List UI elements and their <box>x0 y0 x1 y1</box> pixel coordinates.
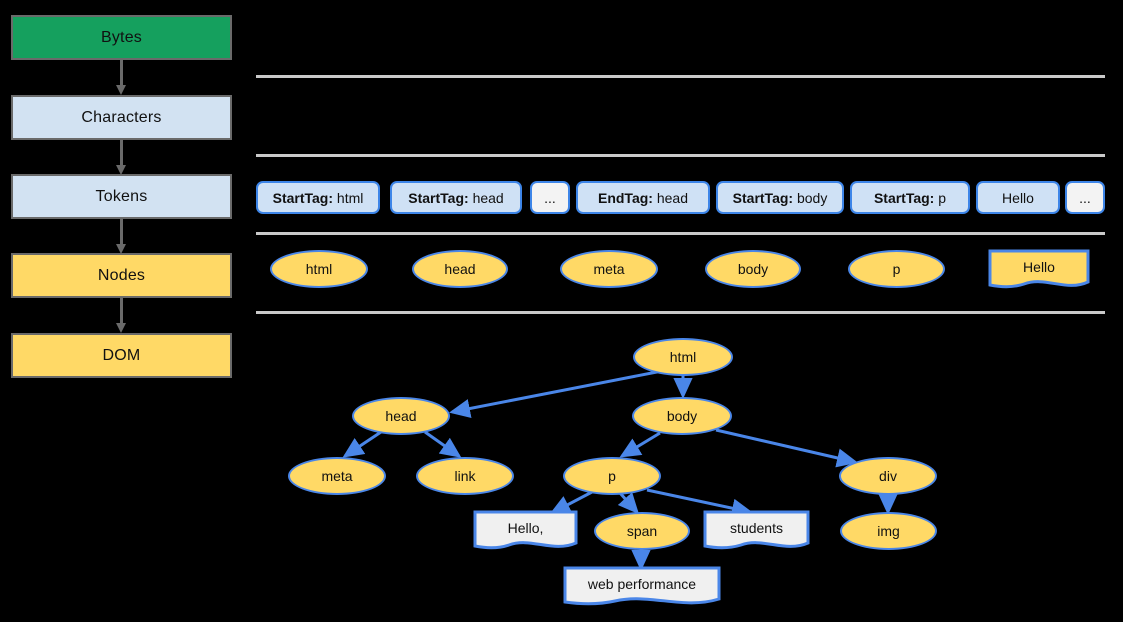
token-chip[interactable]: StartTag: p <box>850 181 970 214</box>
node-head[interactable]: head <box>412 250 508 288</box>
token-chip-ellipsis[interactable]: ... <box>530 181 570 214</box>
edge-p-span <box>617 491 640 515</box>
tree-node-hello-text[interactable]: Hello, <box>473 510 578 552</box>
divider-rule-4 <box>256 311 1105 314</box>
edge-html-head <box>449 369 663 418</box>
node-html[interactable]: html <box>270 250 368 288</box>
tree-node-span[interactable]: span <box>594 512 690 550</box>
node-p[interactable]: p <box>848 250 945 288</box>
pipeline-arrow-2 <box>116 140 126 175</box>
pipeline-step-dom[interactable]: DOM <box>11 333 232 378</box>
node-body[interactable]: body <box>705 250 801 288</box>
tree-node-div[interactable]: div <box>839 457 937 495</box>
token-chip[interactable]: StartTag: body <box>716 181 844 214</box>
edge-head-meta <box>342 430 382 458</box>
node-label: Hello, <box>507 520 544 536</box>
tree-node-web-performance-text[interactable]: web performance <box>563 566 721 608</box>
token-value: ... <box>544 189 556 206</box>
divider-rule-3 <box>256 232 1105 235</box>
node-label: Hello <box>1023 259 1055 275</box>
tree-node-img[interactable]: img <box>840 512 937 550</box>
edge-p-students <box>646 488 753 518</box>
token-value: html <box>336 189 364 206</box>
token-prefix: StartTag: <box>873 189 935 206</box>
document-shape-icon <box>703 510 810 550</box>
token-prefix: StartTag: <box>272 189 334 206</box>
node-label: students <box>730 520 783 536</box>
pipeline-arrow-3 <box>116 219 126 254</box>
token-chip[interactable]: Hello <box>976 181 1060 214</box>
tree-node-link[interactable]: link <box>416 457 514 495</box>
tree-node-students-text[interactable]: students <box>703 510 810 552</box>
tree-node-html[interactable]: html <box>633 338 733 376</box>
tree-node-head[interactable]: head <box>352 397 450 435</box>
pipeline-step-tokens[interactable]: Tokens <box>11 174 232 219</box>
pipeline-step-characters[interactable]: Characters <box>11 95 232 140</box>
token-chip[interactable]: StartTag: html <box>256 181 380 214</box>
node-meta[interactable]: meta <box>560 250 658 288</box>
token-chip[interactable]: StartTag: head <box>390 181 522 214</box>
token-chip[interactable]: EndTag: head <box>576 181 710 214</box>
token-chip-ellipsis[interactable]: ... <box>1065 181 1105 214</box>
document-shape-icon <box>988 249 1090 289</box>
document-shape-icon <box>563 566 721 606</box>
token-prefix: StartTag: <box>732 189 794 206</box>
token-value: Hello <box>1002 189 1034 206</box>
pipeline-step-bytes[interactable]: Bytes <box>11 15 232 60</box>
pipeline-step-nodes[interactable]: Nodes <box>11 253 232 298</box>
node-hello-text[interactable]: Hello <box>988 249 1090 291</box>
token-value: ... <box>1079 189 1091 206</box>
tree-node-body[interactable]: body <box>632 397 732 435</box>
token-value: head <box>472 189 504 206</box>
edge-head-link <box>424 430 462 458</box>
pipeline-arrow-4 <box>116 298 126 333</box>
tree-node-p[interactable]: p <box>563 457 661 495</box>
token-value: p <box>938 189 947 206</box>
token-prefix: StartTag: <box>408 189 469 206</box>
token-value: body <box>796 189 828 206</box>
token-value: head <box>656 189 688 206</box>
edge-body-div <box>715 428 858 468</box>
edge-body-p <box>619 431 661 458</box>
divider-rule-1 <box>256 75 1105 78</box>
token-prefix: EndTag: <box>597 189 653 206</box>
node-label: web performance <box>587 576 697 592</box>
document-shape-icon <box>473 510 578 550</box>
divider-rule-2 <box>256 154 1105 157</box>
pipeline-arrow-1 <box>116 60 126 95</box>
tree-node-meta[interactable]: meta <box>288 457 386 495</box>
